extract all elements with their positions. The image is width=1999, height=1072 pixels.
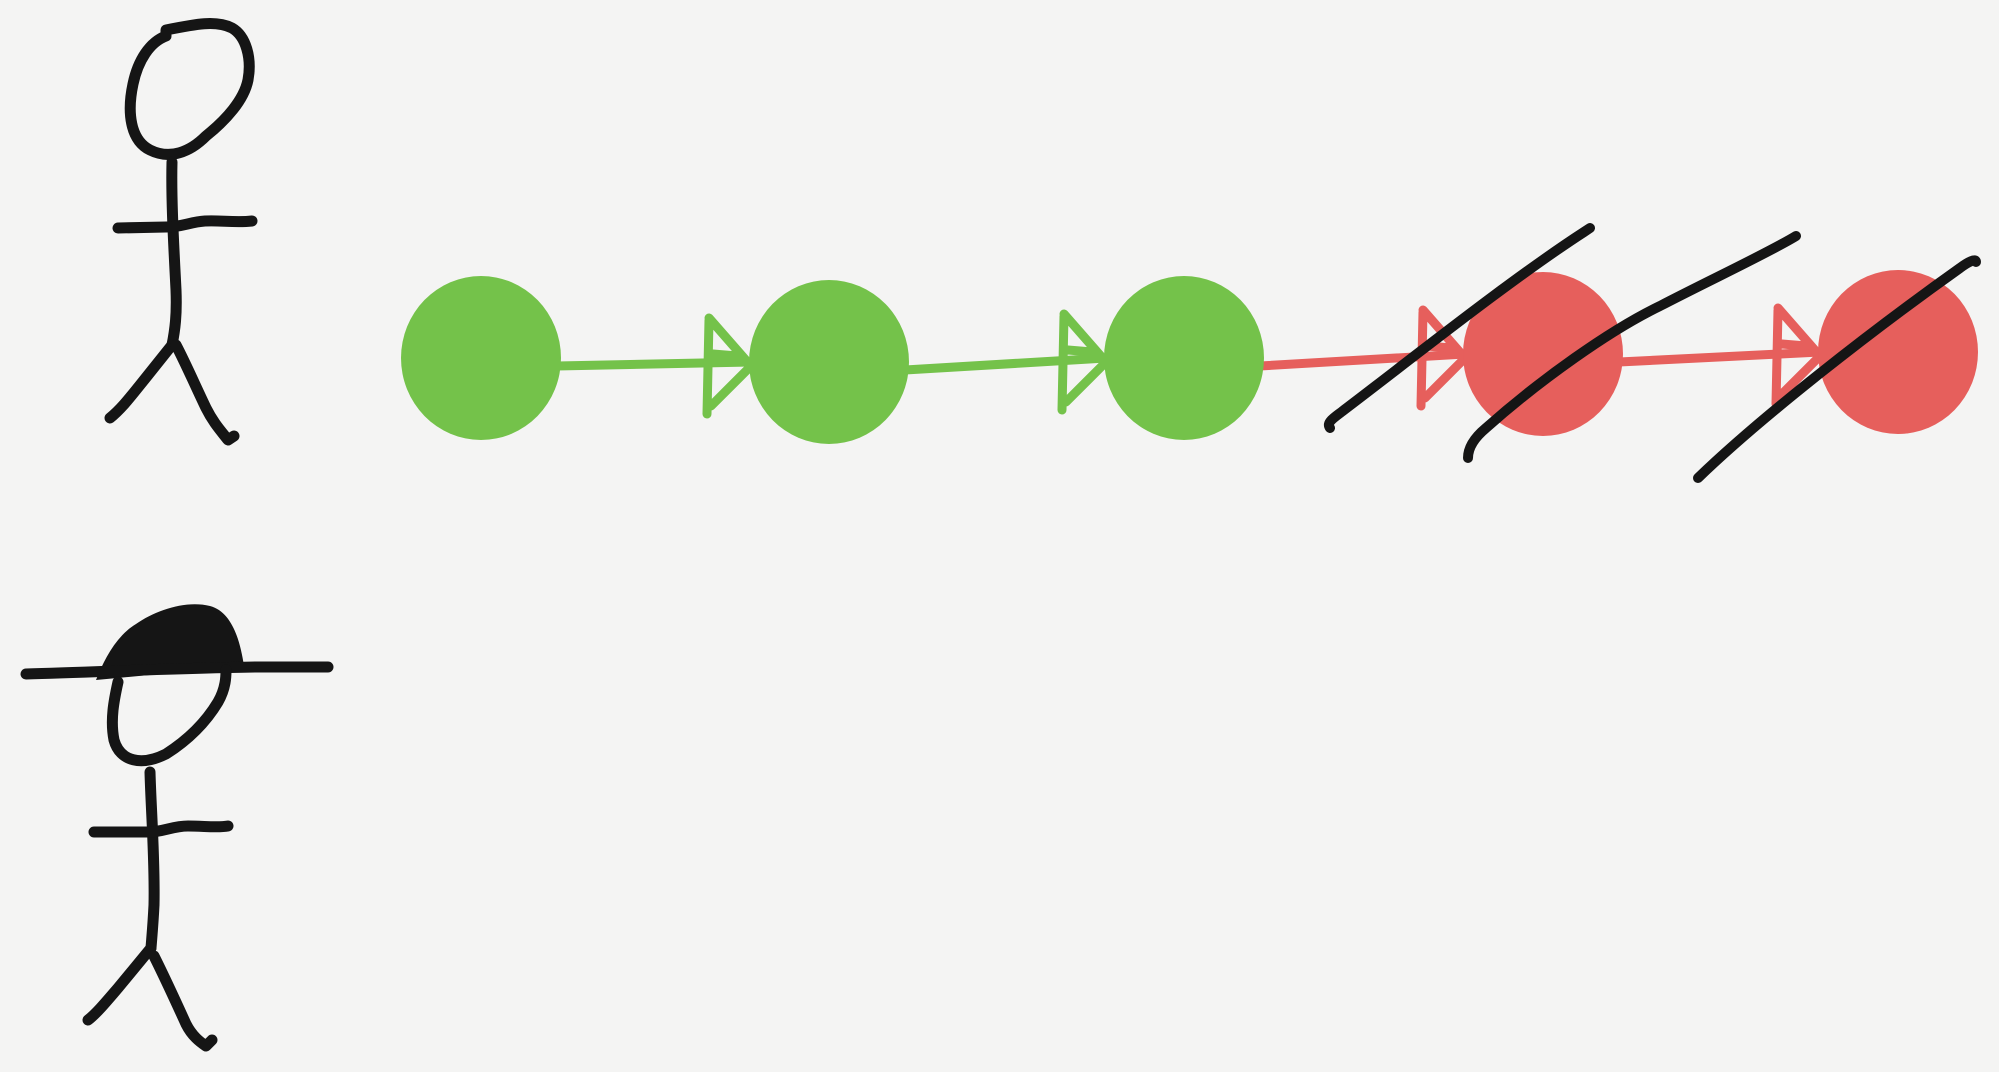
edge-line — [1614, 347, 1825, 367]
chain-edge-arrow — [1614, 303, 1825, 409]
edge-line — [552, 357, 756, 371]
hat-crown-icon — [96, 604, 244, 680]
chain-edge-arrow — [900, 309, 1111, 415]
figure-arms — [112, 215, 258, 234]
hat-brim — [20, 661, 334, 680]
chain-node-removed — [1818, 270, 1978, 434]
edge-line — [900, 353, 1111, 375]
chain-nodes — [401, 270, 1978, 444]
figure-head — [106, 664, 232, 767]
edge-line — [1255, 349, 1470, 371]
chain-node-removed — [1463, 272, 1623, 436]
stick-figure-person-with-hat — [20, 604, 334, 1052]
stick-figure-person — [104, 18, 258, 446]
strike-marks — [1324, 223, 1981, 483]
figure-right-leg — [148, 950, 218, 1052]
figure-body — [166, 156, 182, 351]
strike-node-removed — [1463, 231, 1801, 463]
figure-arms — [88, 820, 234, 838]
strike-edge-removed — [1324, 223, 1595, 433]
figure-head — [124, 18, 255, 160]
figure-left-leg — [104, 339, 178, 424]
chain-edge-arrow — [552, 313, 756, 419]
chain-node-kept — [401, 276, 561, 440]
figure-body — [144, 766, 160, 954]
strike-node-removed — [1693, 255, 1981, 483]
chain-node-kept — [1104, 276, 1264, 440]
figure-right-leg — [170, 339, 240, 446]
chain-node-kept — [749, 280, 909, 444]
figure-left-leg — [82, 942, 157, 1026]
